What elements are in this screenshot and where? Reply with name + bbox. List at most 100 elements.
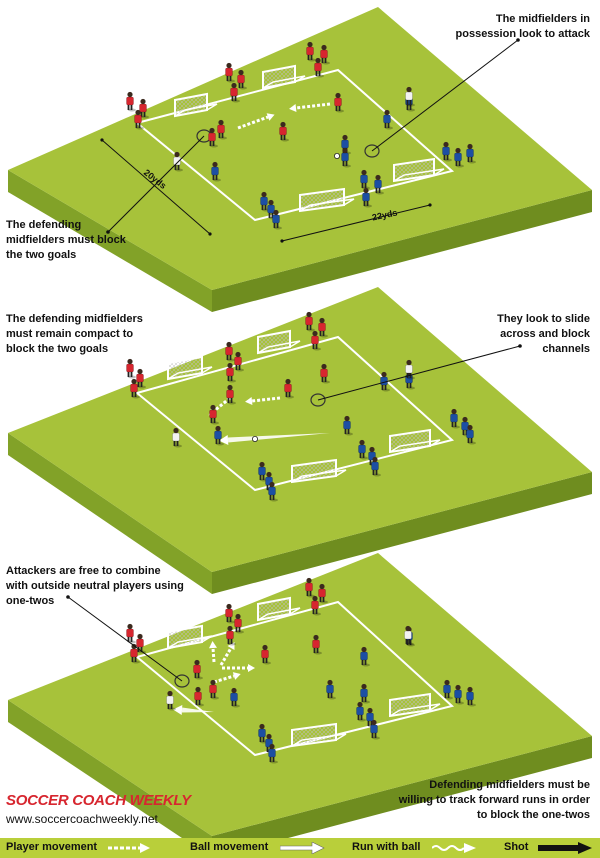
player-leg: [235, 364, 238, 370]
player-shirt: [454, 152, 462, 162]
note-block-two-goals: The defending midfielders must block the…: [6, 219, 126, 261]
player-leg: [174, 164, 177, 170]
player-head: [319, 583, 325, 590]
player-head: [321, 363, 327, 370]
player-leg: [359, 452, 362, 458]
player-leg: [231, 700, 234, 706]
player-leg: [226, 75, 229, 81]
red-player: [126, 91, 136, 112]
player-shirt: [443, 684, 451, 694]
legend-run-with-ball-label: Run with ball: [352, 841, 421, 853]
goal-3-4: [389, 692, 441, 718]
player-leg: [229, 354, 232, 360]
player-shirt: [126, 628, 134, 638]
player-leg: [381, 384, 384, 390]
player-head: [342, 147, 348, 154]
player-leg: [259, 736, 262, 742]
player-shirt: [341, 152, 349, 162]
player-shirt: [341, 139, 349, 149]
player-head: [319, 317, 325, 324]
brand-logo: SOCCER COACH WEEKLY: [6, 792, 191, 809]
arrow-head: [227, 641, 235, 651]
player-head: [212, 161, 218, 168]
player-leg: [406, 372, 409, 378]
blue-player: [466, 143, 476, 164]
player-shirt: [466, 148, 474, 158]
player-leg: [264, 204, 267, 210]
player-leg: [470, 699, 473, 705]
player-head: [273, 209, 279, 216]
player-shirt: [343, 420, 351, 430]
player-leg: [444, 692, 447, 698]
player-leg: [259, 474, 262, 480]
player-leg: [261, 204, 264, 210]
player-shirt: [172, 432, 180, 442]
red-player: [311, 595, 321, 616]
player-head: [226, 341, 232, 348]
blue-player: [343, 415, 353, 436]
legend-player-movement-label: Player movement: [6, 841, 98, 853]
player-head: [455, 147, 461, 154]
player-shirt: [267, 204, 275, 214]
player-shirt: [383, 114, 391, 124]
pitch-3-right-face: [212, 736, 592, 858]
goal-frame-back: [167, 366, 213, 380]
note-one-twos: Attackers are free to combine with outsi…: [6, 565, 184, 607]
callout-line-3-1: [67, 596, 183, 682]
player-leg: [266, 484, 269, 490]
arrow-head: [248, 664, 255, 672]
pitch-3-surface: [8, 553, 592, 836]
player-head: [367, 707, 373, 714]
player-shirt: [466, 429, 474, 439]
player-leg: [177, 164, 180, 170]
player-leg: [218, 132, 221, 138]
player-head: [210, 679, 216, 686]
player-head: [455, 684, 461, 691]
player-leg: [409, 99, 412, 105]
player-head: [451, 408, 457, 415]
player-head: [266, 733, 272, 740]
player-shirt: [305, 316, 313, 326]
neutral-player: [172, 427, 182, 448]
legend-player-movement-arrow: [108, 843, 150, 853]
arrow-shaft: [295, 102, 331, 110]
player-head: [307, 41, 313, 48]
player-leg: [312, 343, 315, 349]
red-player: [237, 69, 247, 90]
player-leg: [372, 469, 375, 475]
player-shirt: [126, 363, 134, 373]
red-player: [312, 634, 322, 655]
player-shirt: [226, 389, 234, 399]
brand-url[interactable]: www.soccercoachweekly.net: [6, 812, 158, 826]
player-leg: [238, 364, 241, 370]
player-leg: [458, 160, 461, 166]
player-movement-arrow-3-3: [209, 641, 217, 663]
player-head: [313, 634, 319, 641]
red-player: [318, 583, 328, 604]
pitch-1-left-face: [8, 170, 212, 312]
player-leg: [409, 382, 412, 388]
player-shirt: [193, 664, 201, 674]
player-leg: [406, 104, 409, 110]
player-shirt: [237, 74, 245, 84]
player-leg: [315, 343, 318, 349]
red-player: [225, 341, 235, 362]
player-shirt: [371, 461, 379, 471]
goal-frame-back: [174, 103, 218, 117]
arrow-head: [289, 104, 297, 112]
player-leg: [229, 616, 232, 622]
red-player: [314, 57, 324, 78]
note-remain-compact: The defending midfielders must remain co…: [6, 313, 143, 355]
player-shirt: [225, 346, 233, 356]
player-shirt: [194, 691, 202, 701]
arrow-head: [173, 705, 183, 715]
player-leg: [409, 639, 412, 645]
player-shirt: [306, 46, 314, 56]
neutral-player: [404, 625, 414, 646]
player-leg: [361, 659, 364, 665]
player-head: [269, 481, 275, 488]
player-shirt: [362, 192, 370, 202]
player-shirt: [358, 444, 366, 454]
player-head: [174, 151, 180, 158]
